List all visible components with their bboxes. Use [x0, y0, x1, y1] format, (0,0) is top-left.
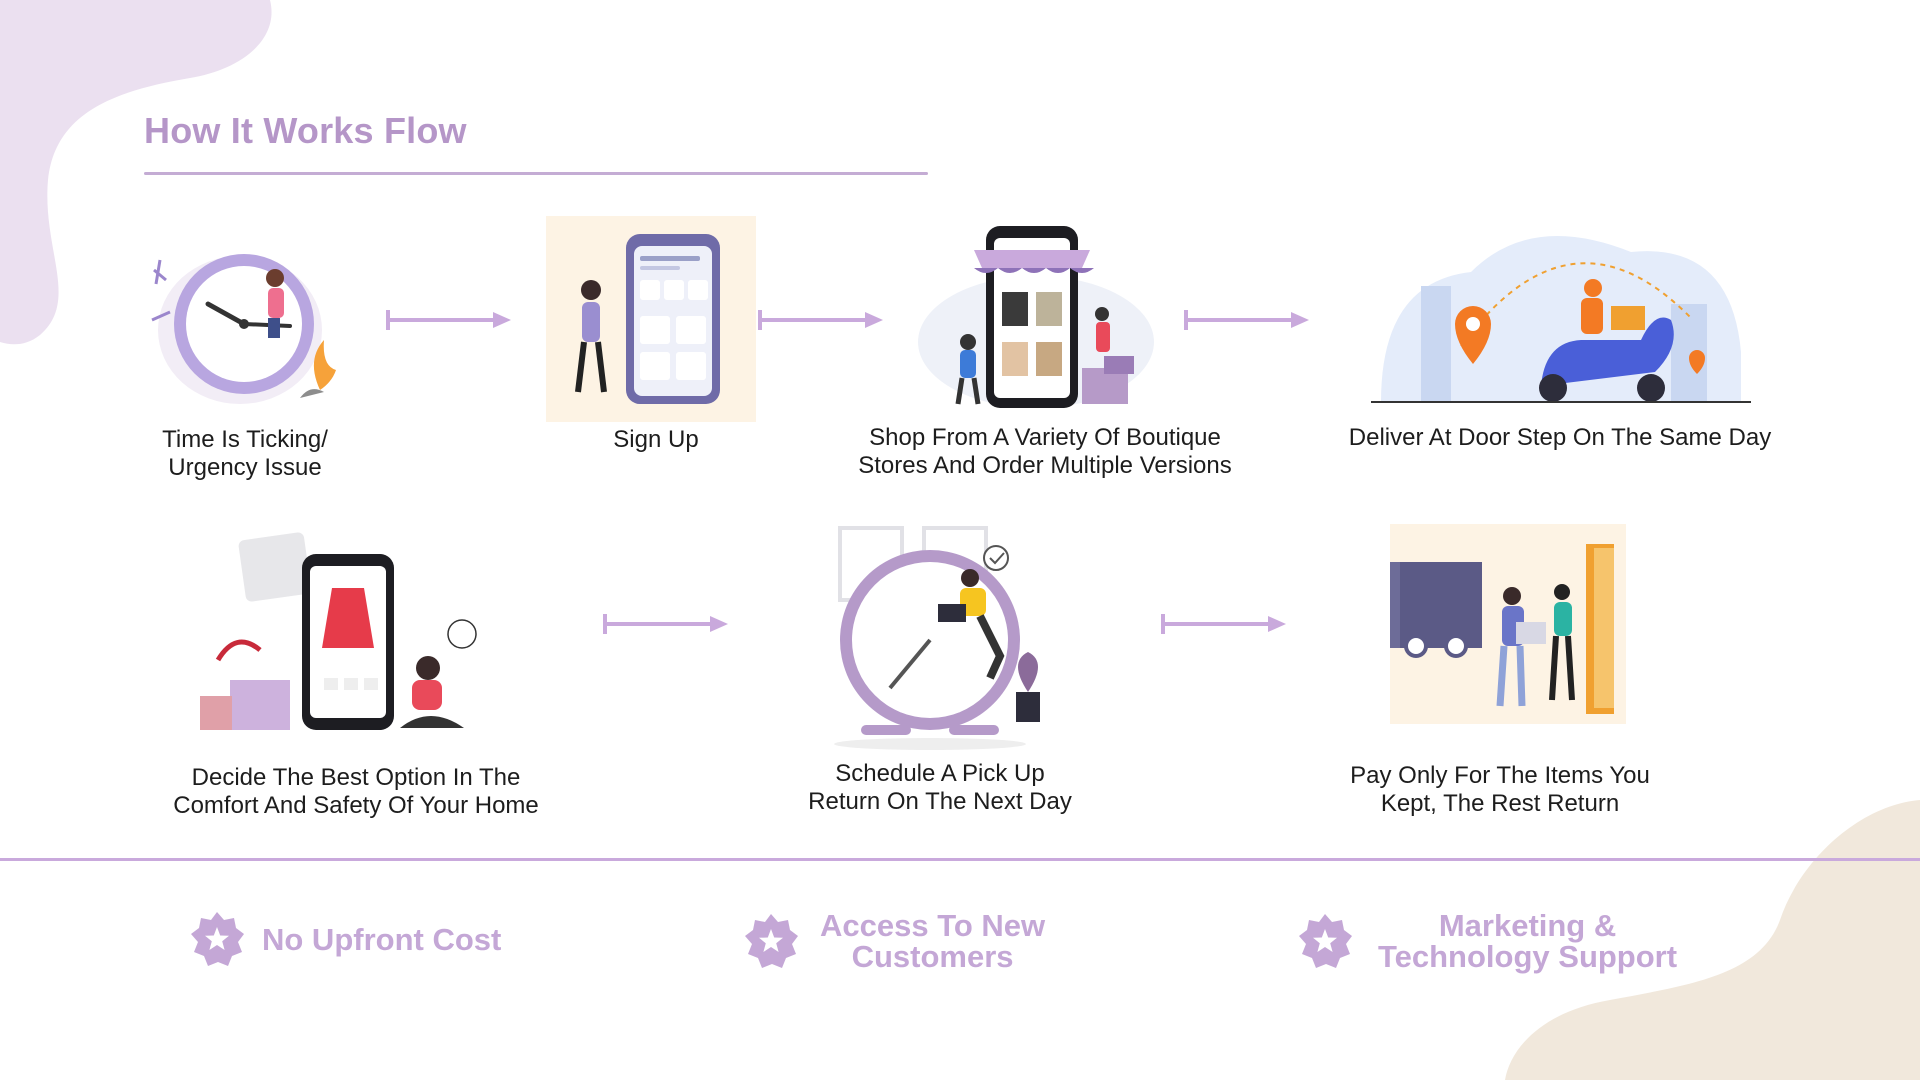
flow-arrow	[1161, 614, 1286, 634]
step-sign-up: Sign Up	[540, 212, 772, 472]
step-label: Sign Up	[613, 426, 699, 453]
page-title: How It Works Flow	[144, 110, 467, 151]
decorative-blob-top-left	[0, 0, 272, 345]
benefit-label: Marketing & Technology Support	[1378, 908, 1678, 974]
clock-urgency-illustration	[151, 254, 336, 404]
step-schedule-pickup: Schedule A Pick Up Return On The Next Da…	[760, 524, 1120, 824]
step-time-ticking: Time Is Ticking/ Urgency Issue	[130, 240, 360, 481]
flow-arrow	[1184, 310, 1309, 330]
scooter-delivery-illustration	[1371, 236, 1751, 403]
star-badge-icon	[1299, 914, 1352, 968]
step-label: Deliver At Door Step On The Same Day	[1348, 424, 1772, 451]
benefit-marketing-tech-support: Marketing & Technology Support	[1296, 910, 1677, 972]
flow-arrow	[758, 310, 883, 330]
star-badge-icon	[191, 912, 244, 966]
benefit-label: No Upfront Cost	[262, 921, 502, 957]
signup-phone-illustration	[546, 216, 756, 422]
flow-arrow	[603, 614, 728, 634]
step-label: Decide The Best Option In The Comfort An…	[173, 764, 539, 819]
step-deliver-same-day: Deliver At Door Step On The Same Day	[1335, 226, 1785, 466]
decorative-blob-bottom-right	[1505, 800, 1920, 1080]
doorstep-return-illustration	[1390, 524, 1626, 724]
benefit-access-new-customers: Access To New Customers	[742, 910, 1045, 972]
home-decision-illustration	[200, 532, 477, 730]
step-label: Time Is Ticking/ Urgency Issue	[162, 426, 328, 481]
flow-arrow	[386, 310, 511, 330]
boutique-shopping-illustration	[918, 226, 1154, 408]
step-pay-kept-items: Pay Only For The Items You Kept, The Res…	[1310, 518, 1690, 818]
benefit-label: Access To New Customers	[820, 908, 1046, 974]
step-shop-boutique: Shop From A Variety Of Boutique Stores A…	[840, 222, 1250, 492]
clock-pickup-illustration	[834, 526, 1040, 750]
step-label: Schedule A Pick Up Return On The Next Da…	[808, 760, 1072, 815]
benefit-no-upfront-cost: No Upfront Cost	[188, 910, 501, 968]
star-badge-icon	[745, 914, 798, 968]
step-label: Pay Only For The Items You Kept, The Res…	[1350, 762, 1650, 817]
section-divider	[0, 858, 1920, 861]
step-label: Shop From A Variety Of Boutique Stores A…	[858, 424, 1232, 479]
title-underline	[144, 172, 928, 175]
step-decide-at-home: Decide The Best Option In The Comfort An…	[150, 528, 562, 828]
